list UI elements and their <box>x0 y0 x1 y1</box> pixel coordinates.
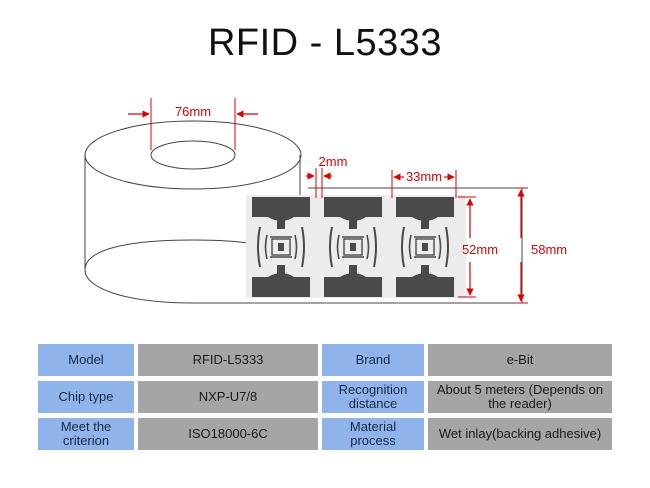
dim-gap: 2mm <box>306 154 347 198</box>
spec-value: e-Bit <box>428 344 612 376</box>
spec-label: Chip type <box>38 381 134 413</box>
table-row: Model RFID-L5333 Brand e-Bit <box>38 344 612 376</box>
dim-label-height-label: 52mm <box>462 242 498 257</box>
spec-value: Wet inlay(backing adhesive) <box>428 418 612 450</box>
spec-value: ISO18000-6C <box>138 418 318 450</box>
dim-label-width: 33mm <box>391 169 457 198</box>
table-row: Chip type NXP-U7/8 Recognition distance … <box>38 381 612 413</box>
dim-liner-height: 58mm <box>516 187 567 304</box>
spec-label: Model <box>38 344 134 376</box>
dim-label-height: 52mm <box>458 196 498 298</box>
dim-core-diameter: 76mm <box>128 98 258 150</box>
spec-label: Brand <box>322 344 424 376</box>
dim-gap-label: 2mm <box>319 154 348 169</box>
roll-diagram: 76mm 2mm 33mm 52mm 58mm <box>84 98 567 304</box>
dim-core-diameter-label: 76mm <box>175 104 211 119</box>
spec-label: Recognition distance <box>322 381 424 413</box>
spec-label: Meet the criterion <box>38 418 134 450</box>
dim-label-width-label: 33mm <box>406 169 442 184</box>
spec-label: Material process <box>322 418 424 450</box>
dim-liner-height-label: 58mm <box>531 242 567 257</box>
spec-value: About 5 meters (Depends on the reader) <box>428 381 612 413</box>
spec-value: NXP-U7/8 <box>138 381 318 413</box>
spec-table: Model RFID-L5333 Brand e-Bit Chip type N… <box>34 339 616 455</box>
page-title: RFID - L5333 <box>207 22 443 64</box>
table-row: Meet the criterion ISO18000-6C Material … <box>38 418 612 450</box>
spec-value: RFID-L5333 <box>138 344 318 376</box>
